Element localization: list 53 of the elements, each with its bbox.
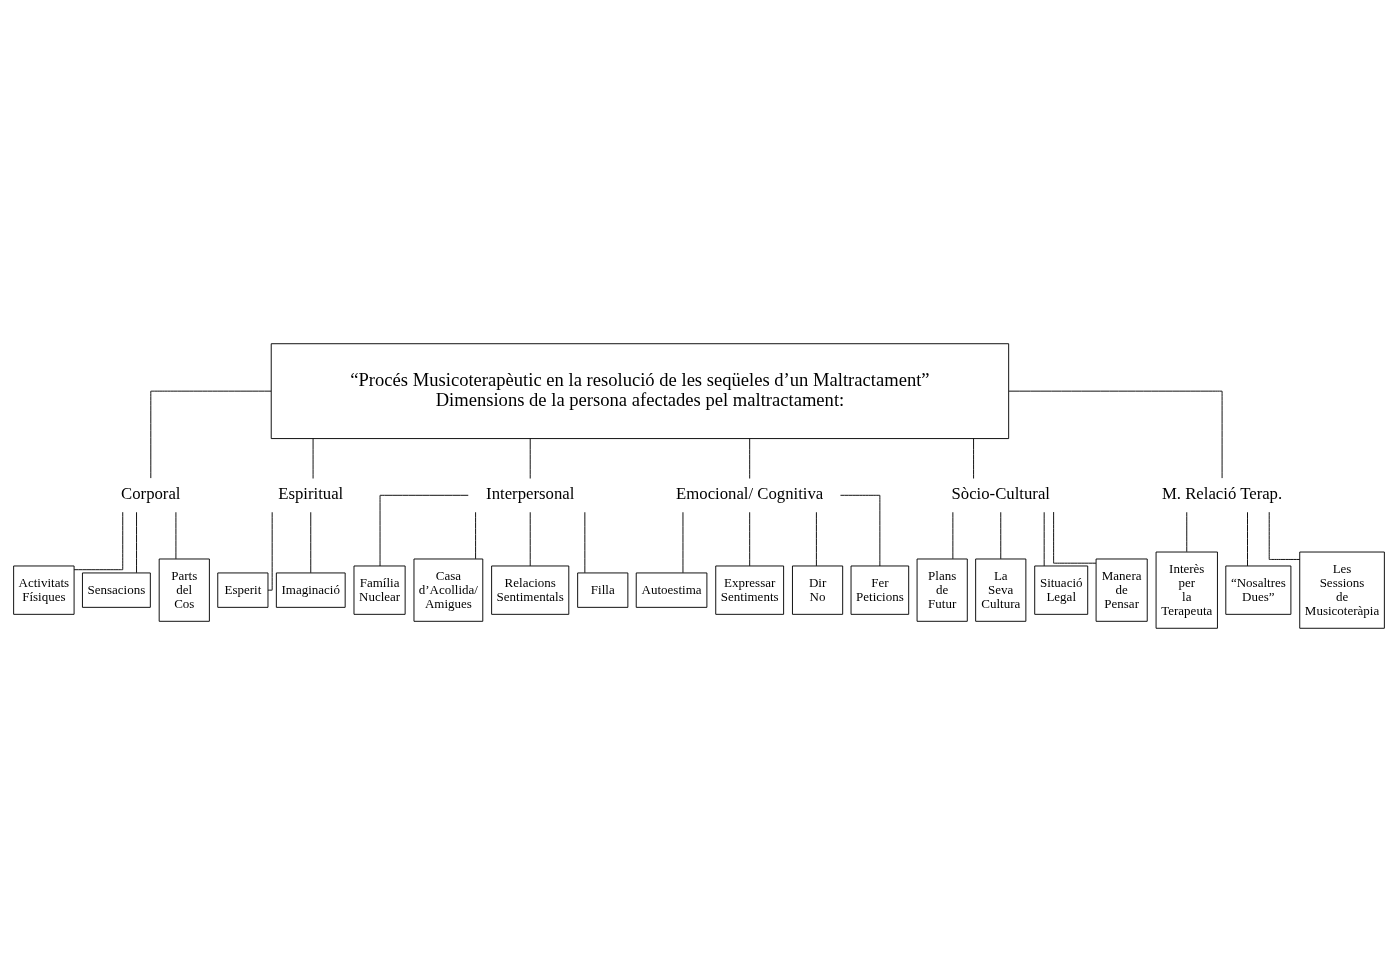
connector [1053,511,1097,564]
connector [529,437,531,479]
node-box: Dir No [792,565,844,615]
connector [475,511,477,559]
connector [584,511,586,573]
node-box: Filla [577,572,629,608]
connector [136,511,137,573]
connector [1008,390,1223,479]
node-box: Les Sessions de Musicoteràpia [1299,551,1385,629]
node-box: Casa d’Acollida/ Amigues [413,558,484,622]
node-box: Parts del Cos [158,558,210,622]
connector [150,390,272,479]
connector [840,494,881,566]
connector [267,511,273,591]
connector [175,511,177,559]
connector [1043,511,1045,566]
node-box: Activitats Físiques [13,565,75,615]
node-box: La Seva Cultura [975,558,1027,622]
node-box: Fer Peticions [850,565,910,615]
node-text: Sòcio-Cultural [951,483,1050,503]
connector [379,494,469,566]
connector [682,511,684,573]
node-box: Esperit [217,572,269,608]
node-box: Manera de Pensar [1095,558,1148,622]
node-text: M. Relació Terap. [1162,483,1283,503]
connector [310,511,312,573]
connector [749,511,751,566]
node-text: Espiritual [278,483,344,503]
node-box: “Procés Musicoterapèutic en la resolució de les seqüeles d’un Maltractament” Dimensions de la persona afectades pel maltractament: [270,342,1010,439]
connector [1186,511,1188,552]
connector [529,511,531,566]
connector [73,511,124,570]
node-text: Interpersonal [486,483,575,503]
connector [1000,511,1002,559]
node-box: Interès per la Terapeuta [1155,551,1218,629]
node-box: Família Nuclear [353,565,406,615]
connector [1268,511,1301,560]
node-box: Plans de Futur [916,558,968,622]
node-box: Autoestima [635,572,708,608]
node-box: Sensacions [82,572,151,608]
connector [815,511,817,566]
connector [312,437,314,479]
node-box: Expressar Sentiments [715,565,785,615]
node-box: Imaginació [275,572,346,608]
node-text: Emocional/ Cognitiva [676,483,824,503]
node-box: Situació Legal [1034,565,1089,615]
node-box: Relacions Sentimentals [491,565,570,615]
connector [1247,511,1248,566]
node-text: Corporal [121,483,181,503]
connector [952,511,954,559]
connector [749,437,751,479]
node-box: “Nosaltres Dues” [1225,565,1292,615]
connector [973,437,975,479]
